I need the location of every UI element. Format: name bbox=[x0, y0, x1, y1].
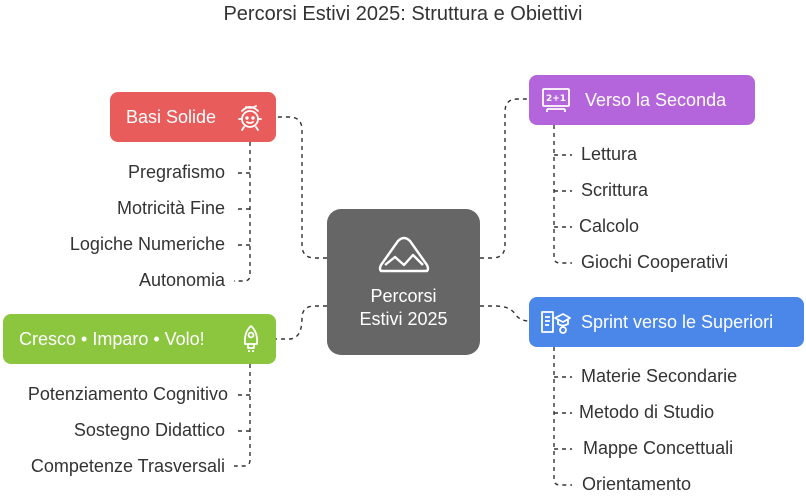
center-node: Percorsi Estivi 2025 bbox=[327, 209, 480, 355]
blackboard-math-icon: 2+1 bbox=[542, 88, 570, 112]
svg-text:2+1: 2+1 bbox=[546, 94, 566, 104]
list-item-giochi-cooperativi: Giochi Cooperativi bbox=[581, 252, 729, 272]
list-item-calcolo: Calcolo bbox=[579, 216, 640, 236]
list-item-metodo-di-studio: Metodo di Studio bbox=[579, 402, 715, 422]
list-item-materie-secondarie: Materie Secondarie bbox=[581, 366, 738, 386]
branch-verso-label: Verso la Seconda bbox=[585, 89, 727, 110]
list-item-competenze-trasversali: Competenze Trasversali bbox=[30, 456, 225, 476]
list-item-motricita-fine: Motricità Fine bbox=[116, 198, 225, 218]
list-item-mappe-concettuali: Mappe Concettuali bbox=[583, 438, 734, 458]
branch-basi-solide: Basi Solide bbox=[110, 92, 276, 142]
center-label-line1: Percorsi bbox=[370, 286, 437, 306]
branch-sprint-label: Sprint verso le Superiori bbox=[581, 311, 774, 332]
list-item-logiche-numeriche: Logiche Numeriche bbox=[69, 234, 225, 254]
list-item-pregrafismo: Pregrafismo bbox=[127, 162, 225, 182]
list-item-lettura: Lettura bbox=[581, 144, 638, 164]
branch-basi-label: Basi Solide bbox=[126, 106, 217, 127]
list-item-autonomia: Autonomia bbox=[138, 270, 225, 290]
branch-cresco-label: Cresco • Imparo • Volo! bbox=[19, 328, 205, 349]
list-item-scrittura: Scrittura bbox=[581, 180, 649, 200]
branch-sprint: Sprint verso le Superiori bbox=[529, 297, 804, 347]
graduate-document-icon bbox=[541, 311, 571, 334]
list-item-orientamento: Orientamento bbox=[582, 474, 692, 494]
diagram-title: Percorsi Estivi 2025: Struttura e Obiett… bbox=[223, 3, 583, 25]
list-item-potenziamento-cognitivo: Potenziamento Cognitivo bbox=[27, 384, 228, 404]
branch-verso-la-seconda: 2+1 Verso la Seconda bbox=[529, 75, 755, 125]
mountain-icon bbox=[378, 236, 429, 273]
center-label-line2: Estivi 2025 bbox=[359, 309, 448, 329]
list-item-sostegno-didattico: Sostegno Didattico bbox=[73, 420, 225, 440]
child-face-icon bbox=[238, 105, 262, 131]
rocket-icon bbox=[243, 325, 259, 352]
branch-cresco: Cresco • Imparo • Volo! bbox=[3, 314, 276, 364]
